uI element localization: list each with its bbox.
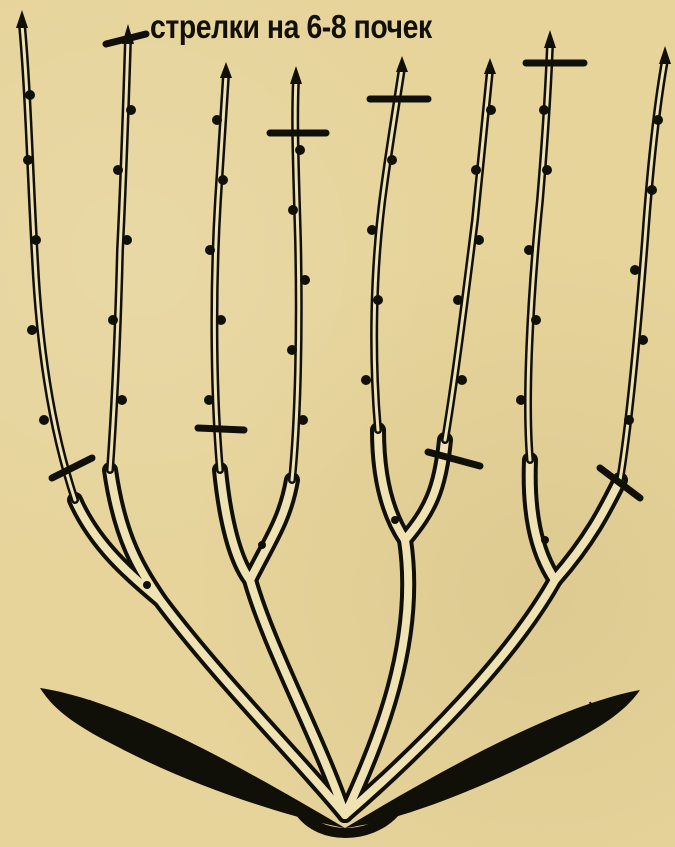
cut-mark	[52, 458, 92, 478]
canes-fill	[22, 25, 665, 500]
cut-mark	[198, 428, 244, 430]
cut-marks	[52, 34, 640, 498]
cut-mark	[106, 34, 146, 44]
cane-tips	[16, 10, 671, 84]
vine-structure	[16, 10, 671, 815]
